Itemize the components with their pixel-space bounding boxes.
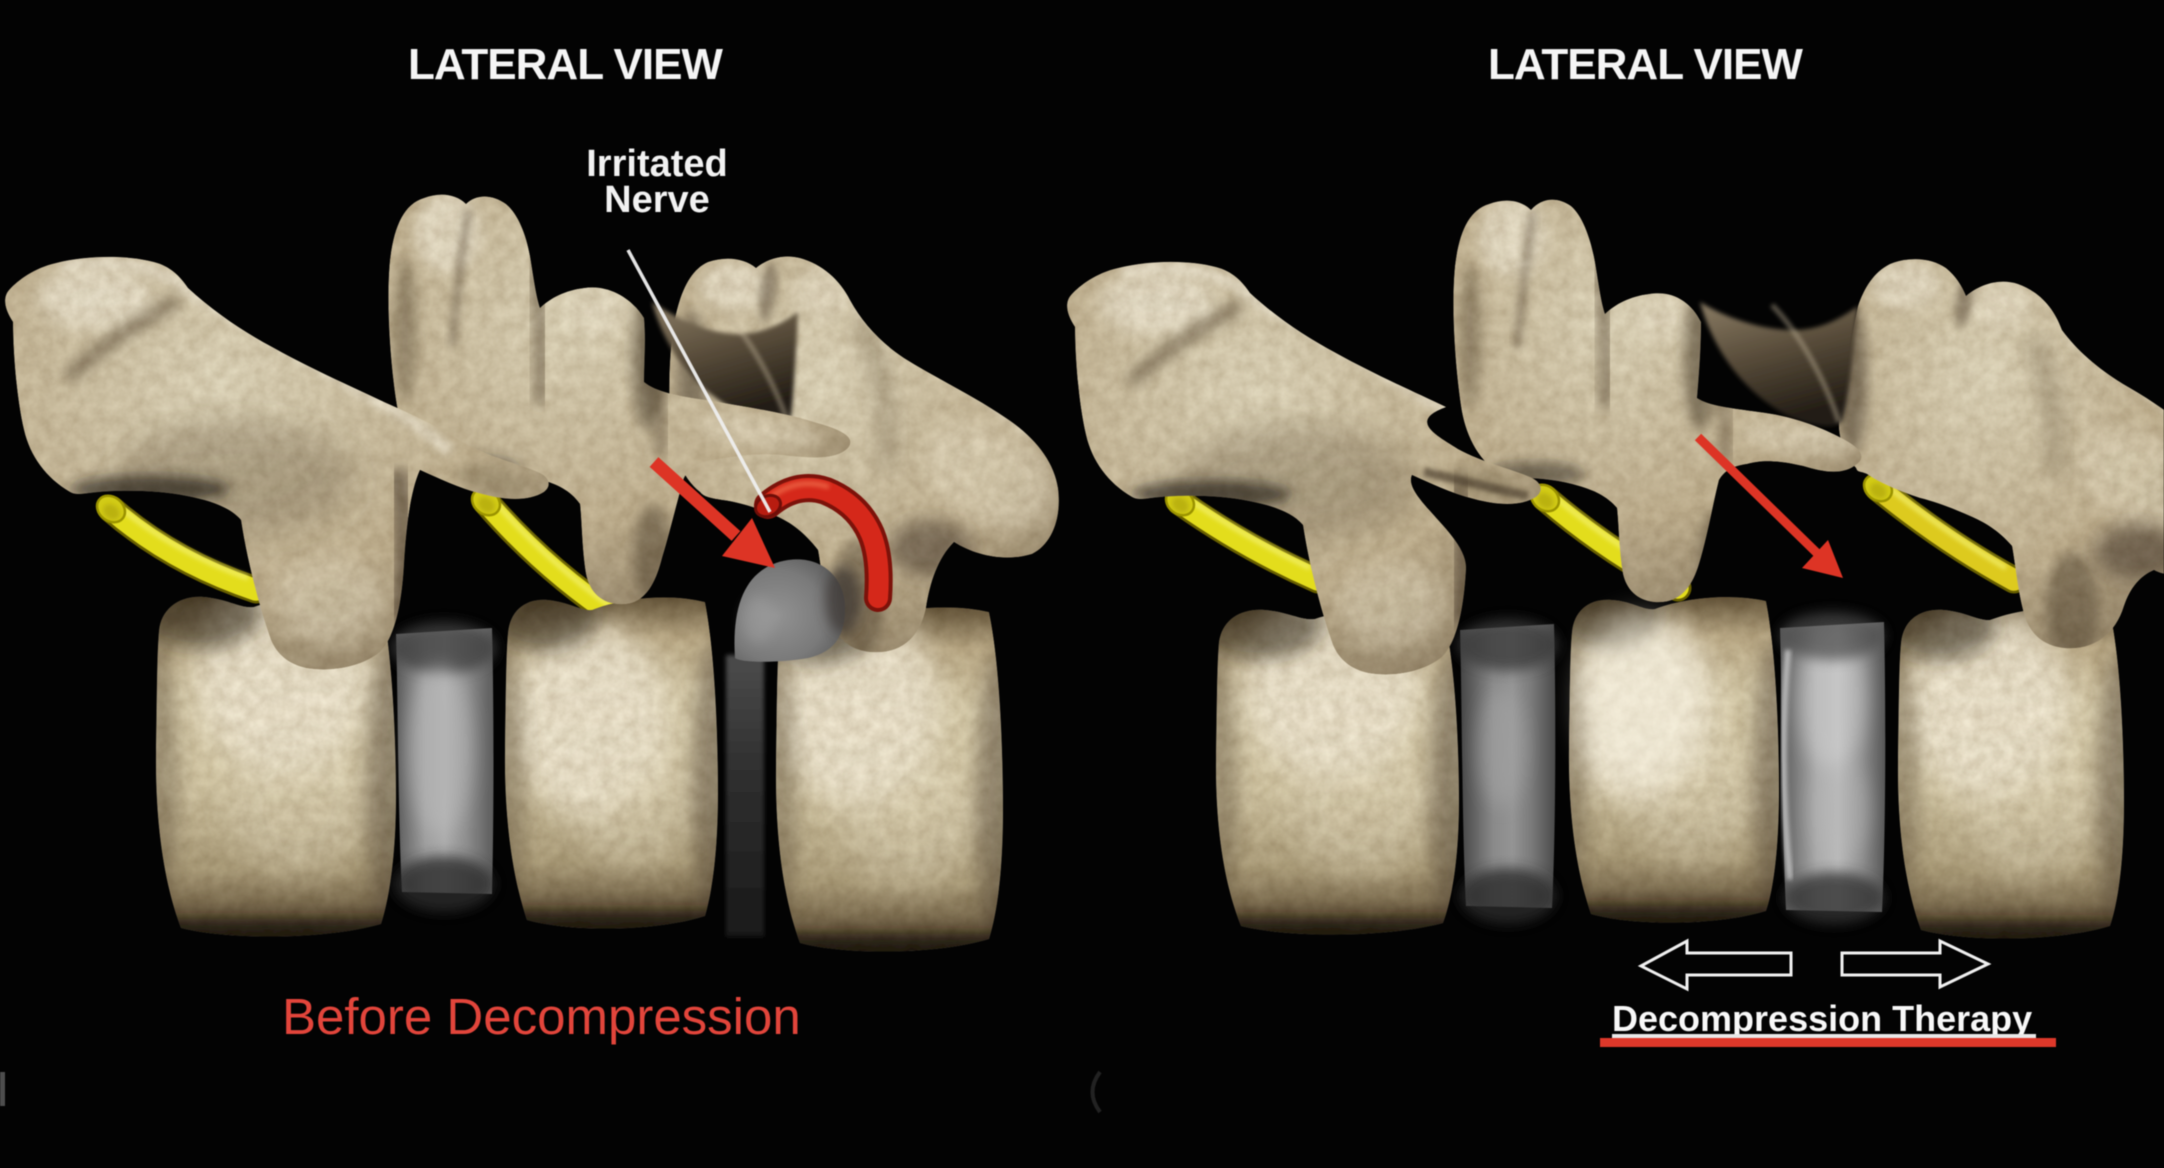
svg-text:LATERAL VIEW: LATERAL VIEW	[408, 40, 723, 89]
svg-text:Before Decompression: Before Decompression	[282, 988, 801, 1045]
svg-text:Decompression Therapy: Decompression Therapy	[1612, 998, 2032, 1039]
svg-text:LATERAL VIEW: LATERAL VIEW	[1488, 40, 1803, 89]
svg-text:Irritated: Irritated	[586, 143, 727, 185]
svg-text:Nerve: Nerve	[604, 179, 710, 221]
